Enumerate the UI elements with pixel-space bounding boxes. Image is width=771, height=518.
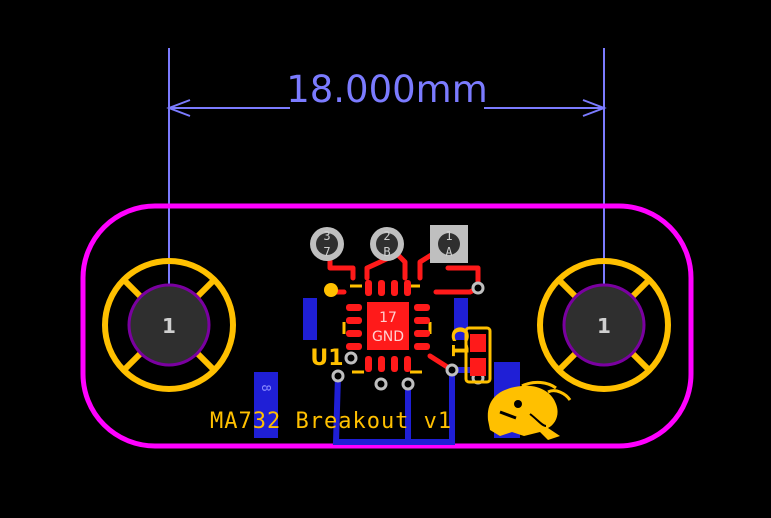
dimension-arrow-right bbox=[582, 99, 607, 117]
dimension-measure bbox=[166, 48, 607, 325]
bottom-pad-right bbox=[454, 298, 468, 340]
dimension-label: 18.000mm bbox=[286, 68, 488, 111]
mounting-hole-left-label: 1 bbox=[162, 314, 176, 338]
mounting-hole-left bbox=[102, 258, 236, 392]
bottom-pad-label: 8 bbox=[259, 384, 273, 391]
via-1 bbox=[471, 281, 485, 295]
capacitor-c1-outline bbox=[464, 326, 492, 384]
capacitor-c1-pad-top bbox=[470, 334, 486, 352]
via-4 bbox=[374, 377, 388, 391]
via-3 bbox=[331, 369, 345, 383]
bottom-pad-8 bbox=[254, 372, 278, 438]
bottom-copper-traces bbox=[332, 367, 481, 445]
header-pin-3-net: 7 bbox=[323, 245, 330, 259]
creature-logo-icon bbox=[487, 380, 572, 440]
header-pin-1-number: 1 bbox=[445, 229, 452, 243]
ic-u1-courtyard bbox=[342, 284, 432, 374]
ic-u1-pad-number: 17 bbox=[379, 310, 397, 326]
via-2 bbox=[344, 351, 358, 365]
mounting-hole-right bbox=[537, 258, 671, 392]
header-pin-2-number: 2 bbox=[383, 229, 390, 243]
ic-u1-ref: U1 bbox=[310, 346, 343, 371]
capacitor-c1-pad-bottom bbox=[470, 358, 486, 376]
header-pin-1 bbox=[430, 225, 468, 263]
capacitor-c1-ref: C1 bbox=[446, 326, 471, 357]
board-outline bbox=[80, 203, 694, 449]
dimension-arrow-left bbox=[166, 99, 191, 117]
ic-u1-thermal-pad bbox=[367, 302, 409, 350]
header-pin-1-net: A bbox=[445, 245, 453, 259]
via-6 bbox=[445, 363, 459, 377]
ic-u1-footprint bbox=[342, 280, 432, 374]
board-title: MA732 Breakout v1 bbox=[210, 409, 452, 434]
header-pin-3 bbox=[310, 227, 344, 261]
mounting-hole-right-label: 1 bbox=[597, 314, 611, 338]
via-5 bbox=[401, 377, 415, 391]
pin1-marker bbox=[324, 283, 338, 297]
ic-u1-pad-net: GND bbox=[372, 329, 404, 345]
header-pin-2 bbox=[370, 227, 404, 261]
header-pin-2-net: B bbox=[383, 245, 390, 259]
header-pin-3-number: 3 bbox=[323, 229, 330, 243]
bottom-pad-left bbox=[303, 298, 317, 340]
capacitor-c1-footprint bbox=[464, 326, 492, 384]
